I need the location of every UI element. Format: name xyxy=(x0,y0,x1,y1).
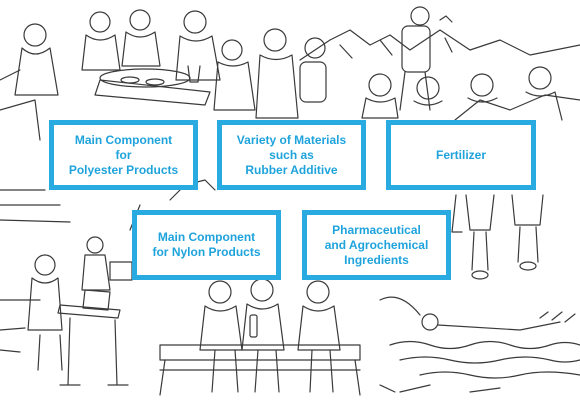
label-rubber-additive: Variety of Materials such as Rubber Addi… xyxy=(217,120,366,190)
label-fertilizer: Fertilizer xyxy=(386,120,536,190)
label-fertilizer-text: Fertilizer xyxy=(435,147,486,162)
label-pharma-text: Pharmaceutical and Agrochemical Ingredie… xyxy=(324,222,429,267)
swimmer-illustration xyxy=(379,296,580,379)
dining-group-illustration xyxy=(0,9,256,141)
label-nylon-products: Main Component for Nylon Products xyxy=(132,210,281,280)
label-nylon-text: Main Component for Nylon Products xyxy=(152,230,261,259)
label-pharma-agrochemical: Pharmaceutical and Agrochemical Ingredie… xyxy=(302,210,451,280)
label-polyester-text: Main Component for Polyester Products xyxy=(68,132,179,177)
hikers-and-children-illustration xyxy=(255,6,563,121)
mountain-range-illustration xyxy=(299,29,580,121)
label-rubber-text: Variety of Materials such as Rubber Addi… xyxy=(236,132,347,177)
children-legs-illustration xyxy=(451,194,544,280)
foreground-details-illustration xyxy=(0,327,501,393)
laptop-worker-illustration xyxy=(27,236,133,386)
friends-on-bench-illustration xyxy=(159,278,361,396)
label-polyester-products: Main Component for Polyester Products xyxy=(49,120,198,190)
